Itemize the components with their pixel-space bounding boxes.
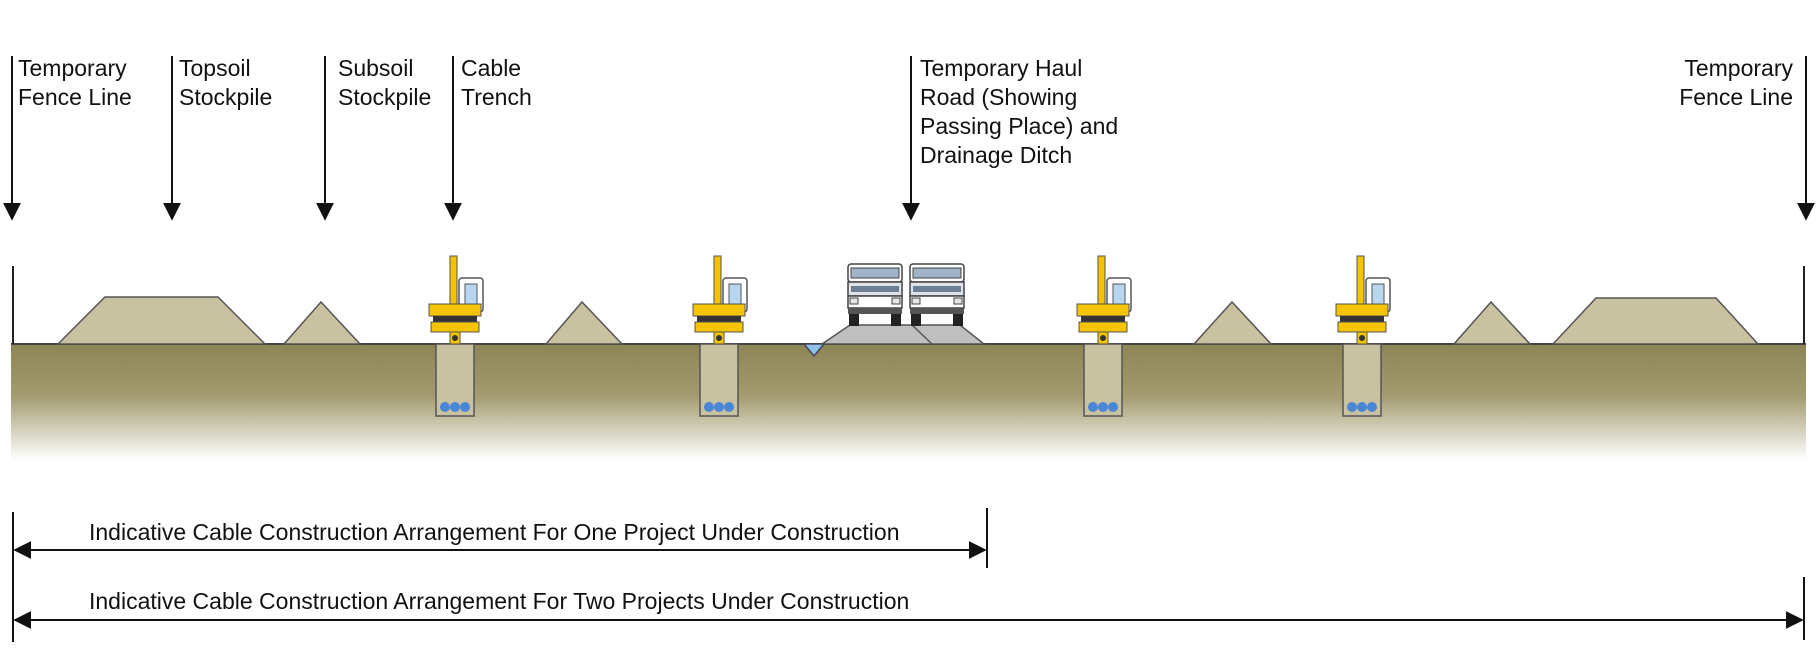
haul-truck-2 [909,263,965,327]
label-subsoil-stockpile: Subsoil Stockpile [338,55,432,110]
label-cable-trench: Cable Trench [461,55,532,110]
stockpiles [56,296,1760,345]
excavator-3 [1076,255,1132,345]
dimension-lines [12,508,1805,642]
excavator-2 [692,255,748,345]
ground-soil [11,344,1806,460]
label-fence-left: Temporary Fence Line [18,55,132,110]
excavator-4 [1335,255,1391,345]
dim-label-two-projects: Indicative Cable Construction Arrangemen… [89,588,910,614]
topsoil-stockpile-right [1551,297,1760,345]
haul-road [819,324,987,345]
excavator-1 [428,255,484,345]
callout-arrows [3,56,1815,221]
haul-truck-1 [847,263,903,327]
cable-trench-4 [1342,343,1382,417]
drainage-ditch [802,343,826,358]
cable-trench-3 [1083,343,1123,417]
cable-trench-2 [699,343,739,417]
subsoil-stockpile-4 [1452,300,1532,345]
passing-place-divider [911,324,933,345]
subsoil-stockpile-3 [1192,300,1273,345]
cable-trench-1 [435,343,475,417]
label-fence-right: Temporary Fence Line [1679,55,1793,110]
subsoil-stockpile-2 [544,300,624,345]
label-haul-road: Temporary Haul Road (Showing Passing Pla… [920,55,1119,168]
label-topsoil-stockpile: Topsoil Stockpile [179,55,273,110]
subsoil-stockpile-left [282,300,362,345]
topsoil-stockpile-left [56,296,267,345]
dim-label-one-project: Indicative Cable Construction Arrangemen… [89,519,900,545]
